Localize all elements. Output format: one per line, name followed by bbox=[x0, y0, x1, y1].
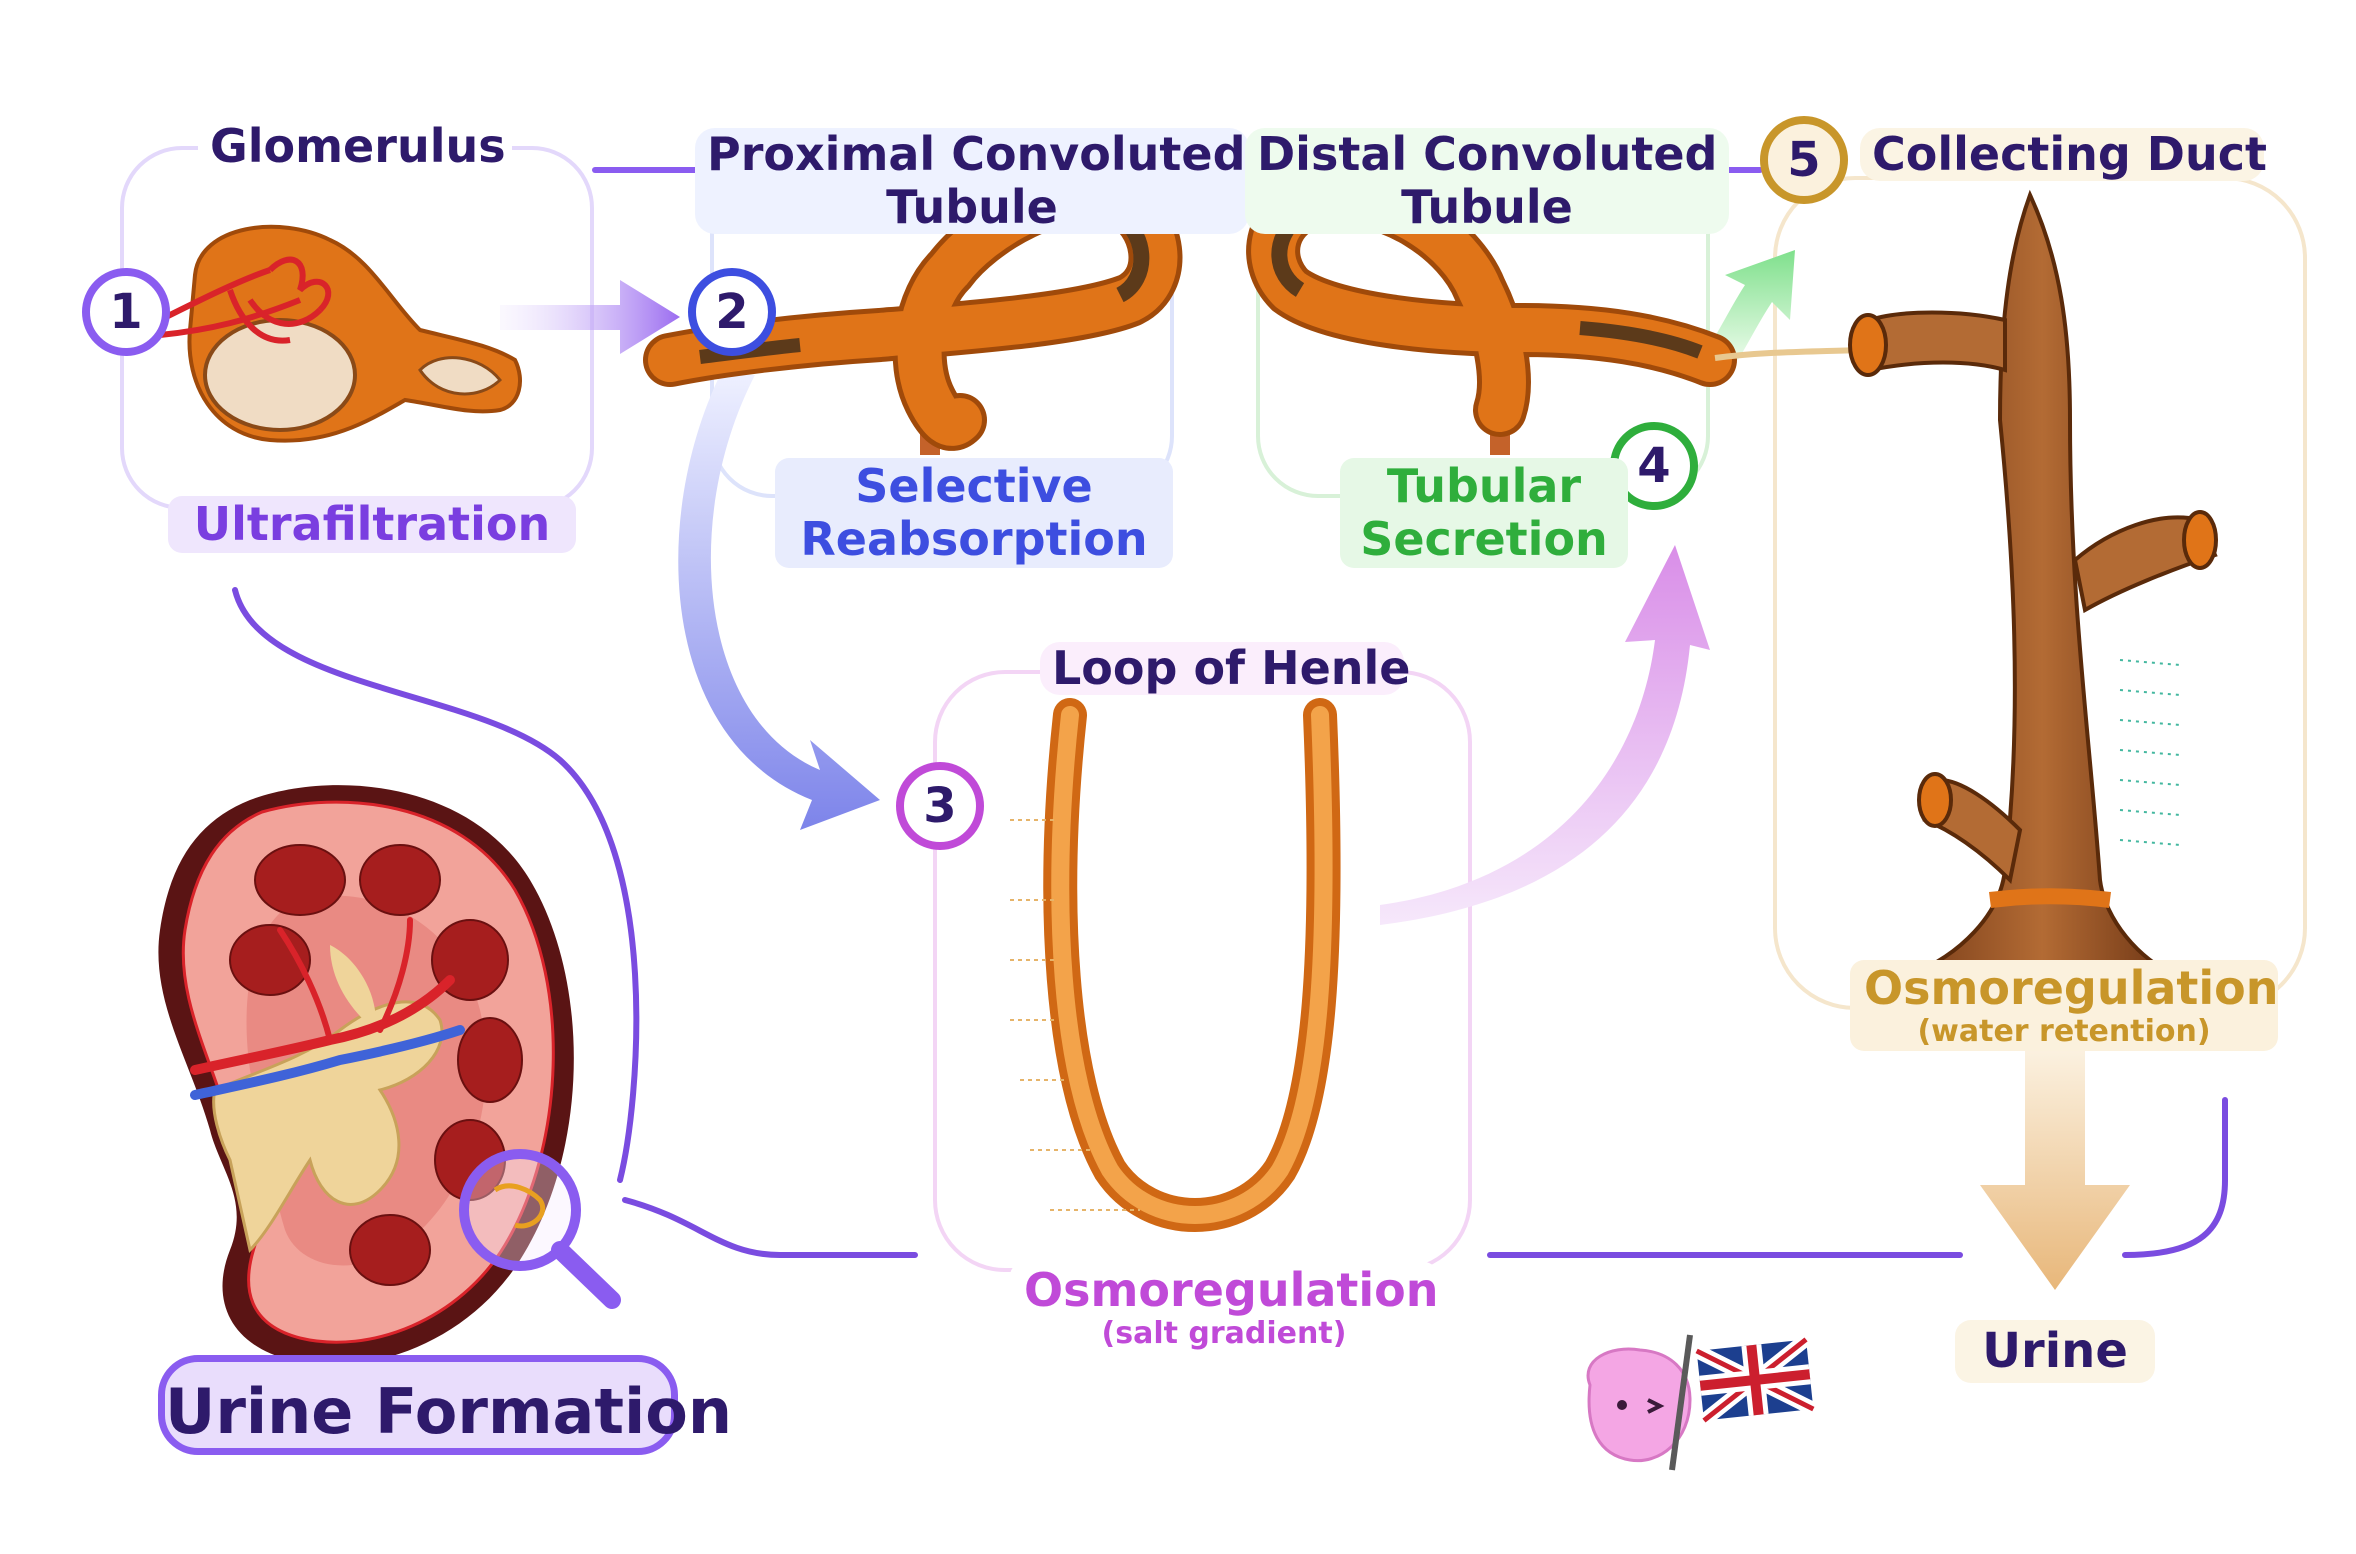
dct-label-line2: Tubule bbox=[1401, 179, 1573, 234]
glomerulus-label: Glomerulus bbox=[198, 120, 512, 173]
connector-urine-side bbox=[2122, 1097, 2228, 1258]
selective-label-line2: Reabsorption bbox=[800, 511, 1148, 566]
glomerulus-illustration bbox=[158, 224, 522, 443]
collecting-duct-illustration bbox=[1848, 189, 2218, 977]
tubular-label-line2: Secretion bbox=[1360, 511, 1608, 566]
uk-flag-icon bbox=[1669, 1333, 1817, 1471]
connector-kidney-step1 bbox=[232, 587, 640, 1183]
water-retention-note: (water retention) bbox=[1917, 1013, 2211, 1049]
selective-label-line1: Selective bbox=[855, 459, 1093, 513]
loop-osmoregulation-label: Osmoregulation (salt gradient) bbox=[1010, 1262, 1439, 1354]
duct-osmoregulation-label: Osmoregulation (water retention) bbox=[1850, 960, 2279, 1052]
pct-label-line2: Tubule bbox=[886, 179, 1058, 234]
frame-loop bbox=[933, 670, 1472, 1272]
loop-osmoregulation-text: Osmoregulation bbox=[1024, 1263, 1439, 1317]
tubular-secretion-label: Tubular Secretion bbox=[1340, 458, 1628, 568]
step-2-badge: 2 bbox=[688, 268, 776, 356]
mascot-icon bbox=[1586, 1347, 1692, 1463]
dct-label-line1: Distal Convoluted bbox=[1257, 127, 1718, 181]
magnifier-lens bbox=[459, 1149, 581, 1271]
urine-label: Urine bbox=[1955, 1320, 2155, 1384]
step-5-badge: 5 bbox=[1760, 116, 1848, 204]
selective-reabsorption-label: Selective Reabsorption bbox=[775, 458, 1173, 568]
arrow-1-to-2 bbox=[500, 280, 680, 354]
dct-illustration bbox=[1246, 171, 1861, 455]
dct-label: Distal Convoluted Tubule bbox=[1245, 128, 1729, 234]
arrow-4-to-5 bbox=[1710, 250, 1795, 360]
step-1-badge: 1 bbox=[82, 268, 170, 356]
salt-gradient-note: (salt gradient) bbox=[1101, 1315, 1347, 1351]
tubular-label-line1: Tubular bbox=[1386, 459, 1582, 513]
arrow-3-to-4 bbox=[1380, 545, 1710, 925]
pct-label: Proximal Convoluted Tubule bbox=[695, 128, 1249, 234]
arrow-to-urine bbox=[1980, 1050, 2130, 1290]
flow-arrows bbox=[500, 250, 2130, 1290]
arrow-2-to-3 bbox=[678, 375, 880, 830]
diagram-title: Urine Formation bbox=[158, 1355, 732, 1455]
loop-of-henle-illustration bbox=[1010, 698, 1341, 1232]
magnifier-handle bbox=[551, 1241, 621, 1309]
duct-osmoregulation-text: Osmoregulation bbox=[1864, 961, 2279, 1015]
step-3-badge: 3 bbox=[896, 762, 984, 850]
loop-of-henle-label: Loop of Henle bbox=[1040, 642, 1411, 695]
connector-kidney-bottom bbox=[622, 1197, 918, 1258]
connector-lines bbox=[232, 167, 2228, 1258]
collecting-duct-label: Collecting Duct bbox=[1860, 128, 2267, 181]
pct-label-line1: Proximal Convoluted bbox=[707, 127, 1246, 181]
kidney-illustration bbox=[158, 785, 621, 1366]
ultrafiltration-label: Ultrafiltration bbox=[168, 496, 576, 553]
